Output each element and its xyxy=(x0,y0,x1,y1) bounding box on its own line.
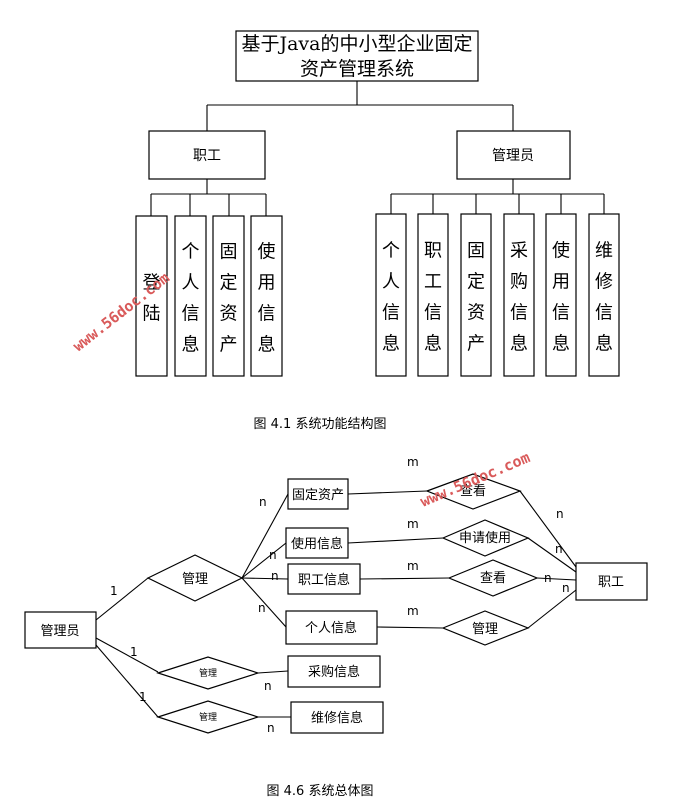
staff-module-box-1 xyxy=(135,215,168,377)
rel-manage-repair-label: 管理 xyxy=(199,711,217,723)
card-n-staff-apply: n xyxy=(555,542,563,556)
entity-purchase-box xyxy=(287,655,381,688)
rel-manage-purchase-diamond xyxy=(156,656,260,690)
group-admin-label: 管理员 xyxy=(492,148,534,164)
admin-module-label-4: 采购信息 xyxy=(510,240,528,354)
entity-repair-box xyxy=(290,701,384,734)
card-n-staff-view: n xyxy=(556,507,564,521)
entity-personal-box xyxy=(285,610,378,645)
rel-manage-main-diamond xyxy=(146,554,244,602)
card-n-repair: n xyxy=(267,721,275,735)
entity-repair-label: 维修信息 xyxy=(311,710,363,726)
card-n-personal: n xyxy=(258,601,266,615)
rel-apply-use-diamond xyxy=(441,519,530,557)
rel-view-staff-diamond xyxy=(447,559,539,597)
staff-module-label-4: 使用信息 xyxy=(258,241,276,355)
entity-usage-box xyxy=(285,527,349,559)
group-staff-label: 职工 xyxy=(193,148,221,164)
er-diagram-caption: 图 4.6 系统总体图 xyxy=(267,784,374,799)
card-m-asset: m xyxy=(407,455,419,469)
admin-module-label-2: 职工信息 xyxy=(424,240,442,354)
card-n-asset: n xyxy=(259,495,267,509)
entity-admin-box xyxy=(24,611,97,649)
staff-module-box-4 xyxy=(250,215,283,377)
rel-view-staff-label: 查看 xyxy=(480,570,506,586)
group-admin-box xyxy=(456,130,571,180)
card-n-usage: n xyxy=(269,548,277,562)
card-m-staff-info: m xyxy=(407,559,419,573)
admin-module-box-4 xyxy=(503,213,535,377)
rel-manage-personal-label: 管理 xyxy=(472,622,498,637)
card-m-personal: m xyxy=(407,604,419,618)
entity-personal-label: 个人信息 xyxy=(305,620,357,636)
staff-module-box-3 xyxy=(212,215,245,377)
card-one-purchase: 1 xyxy=(130,645,138,659)
root-node-line2: 资产管理系统 xyxy=(300,58,414,80)
entity-usage-label: 使用信息 xyxy=(291,536,343,552)
entity-asset-label: 固定资产 xyxy=(292,488,344,503)
rel-manage-main-label: 管理 xyxy=(182,572,208,587)
card-one-repair: 1 xyxy=(139,690,147,704)
rel-view-asset-label: 查看 xyxy=(460,483,486,499)
admin-module-label-6: 维修信息 xyxy=(595,240,613,354)
rel-manage-repair-diamond xyxy=(156,700,260,734)
rel-view-asset-diamond xyxy=(425,473,522,510)
entity-staff-info-box xyxy=(287,563,361,595)
entity-asset-box xyxy=(287,478,349,510)
er-diagram: 管理员 职工 固定资产 使用信息 职工信息 个人信息 采购信息 维修信息 管理 … xyxy=(24,455,648,799)
admin-module-label-1: 个人信息 xyxy=(382,240,400,354)
card-n-staff-viewinfo: n xyxy=(544,571,552,585)
staff-module-box-2 xyxy=(174,215,207,377)
staff-module-label-1: 登陆 xyxy=(143,272,161,324)
entity-purchase-label: 采购信息 xyxy=(308,664,360,680)
card-m-usage: m xyxy=(407,517,419,531)
entity-admin-label: 管理员 xyxy=(40,624,79,639)
structure-chart-caption: 图 4.1 系统功能结构图 xyxy=(254,417,387,432)
staff-module-label-2: 个人信息 xyxy=(182,241,200,355)
root-node-box xyxy=(235,30,479,82)
staff-module-label-3: 固定资产 xyxy=(220,241,238,355)
card-one-main: 1 xyxy=(110,584,118,598)
root-node-line1: 基于Java的中小型企业固定 xyxy=(241,33,472,55)
rel-apply-use-label: 申请使用 xyxy=(459,530,511,546)
rel-manage-personal-diamond xyxy=(441,610,530,646)
admin-module-label-3: 固定资产 xyxy=(467,240,485,354)
card-n-staff-info: n xyxy=(271,569,279,583)
card-n-staff-manage: n xyxy=(562,581,570,595)
entity-staff-info-label: 职工信息 xyxy=(298,572,350,588)
entity-staff-label: 职工 xyxy=(598,575,624,590)
admin-module-box-2 xyxy=(417,213,449,377)
admin-module-box-5 xyxy=(545,213,577,377)
admin-module-box-3 xyxy=(460,213,492,377)
card-n-purchase: n xyxy=(264,679,272,693)
entity-staff-box xyxy=(575,562,648,601)
admin-module-box-6 xyxy=(588,213,620,377)
admin-module-box-1 xyxy=(375,213,407,377)
admin-module-label-5: 使用信息 xyxy=(552,240,570,354)
rel-manage-purchase-label: 管理 xyxy=(199,667,217,679)
